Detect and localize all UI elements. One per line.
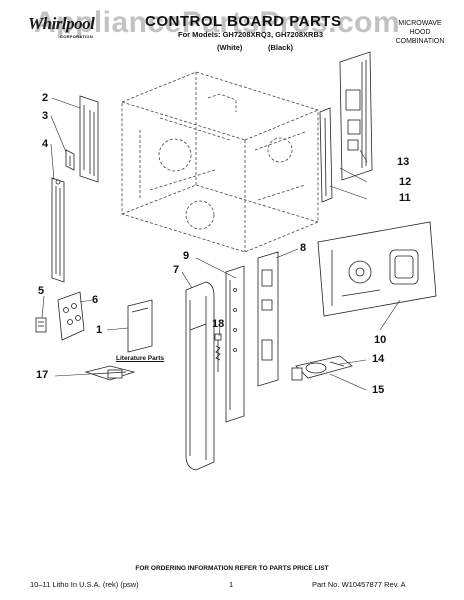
part-3-drawing	[65, 149, 75, 171]
callout-17: 17	[36, 369, 49, 381]
product-type: MICROWAVE HOOD COMBINATION	[385, 19, 455, 46]
callout-18: 18	[212, 318, 225, 330]
callout-15: 15	[372, 384, 385, 396]
part-4-drawing	[51, 177, 65, 283]
callout-13: 13	[397, 156, 410, 168]
callout-2: 2	[42, 92, 49, 104]
part-9-drawing	[225, 265, 245, 423]
part-1-drawing	[127, 299, 153, 353]
callout-7: 7	[173, 264, 180, 276]
part-2-drawing	[79, 95, 99, 183]
page-number: 1	[229, 580, 234, 589]
litho-info: 10–11 Litho In U.S.A. (rek) (psw)	[30, 580, 139, 589]
callout-3: 3	[42, 110, 49, 122]
callout-5: 5	[38, 285, 45, 297]
product-line-3: COMBINATION	[395, 38, 445, 45]
color-black: (Black)	[268, 43, 294, 52]
part-number: Part No. W10457877 Rev. A	[312, 580, 406, 589]
literature-parts-label: Literature Parts	[116, 355, 165, 362]
callout-12: 12	[399, 176, 412, 188]
part-13-drawing	[339, 51, 373, 181]
callout-10: 10	[374, 334, 387, 346]
color-white: (White)	[217, 43, 243, 52]
part-14-drawing	[291, 355, 353, 381]
chassis-outline	[121, 71, 319, 253]
brand-logo-sub: CORPORATION	[60, 34, 94, 39]
page-title: CONTROL BOARD PARTS	[145, 13, 342, 30]
product-line-2: HOOD	[409, 29, 431, 36]
leader-lines	[41, 97, 401, 391]
part-11-drawing	[319, 107, 333, 203]
part-7-drawing	[185, 281, 215, 471]
callout-9: 9	[183, 250, 190, 262]
callout-11: 11	[399, 192, 411, 204]
callout-1: 1	[96, 324, 103, 336]
watermark-text: AppliancePartsPros.com	[34, 6, 401, 39]
callout-14: 14	[372, 353, 385, 365]
brand-logo: Whirlpool	[28, 14, 95, 33]
part-18-drawing	[214, 333, 222, 372]
part-5-drawing	[35, 317, 47, 333]
part-10-drawing	[317, 221, 437, 317]
callout-4: 4	[42, 138, 49, 150]
product-line-1: MICROWAVE	[398, 20, 442, 27]
part-6-drawing	[57, 291, 85, 341]
part-17-drawing	[84, 365, 136, 381]
callout-6: 6	[92, 294, 99, 306]
part-8-drawing	[257, 251, 279, 387]
model-numbers: For Models: GH7208XRQ3, GH7208XRB3	[178, 30, 324, 39]
callout-8: 8	[300, 242, 307, 254]
ordering-info-note: FOR ORDERING INFORMATION REFER TO PARTS …	[135, 565, 329, 572]
